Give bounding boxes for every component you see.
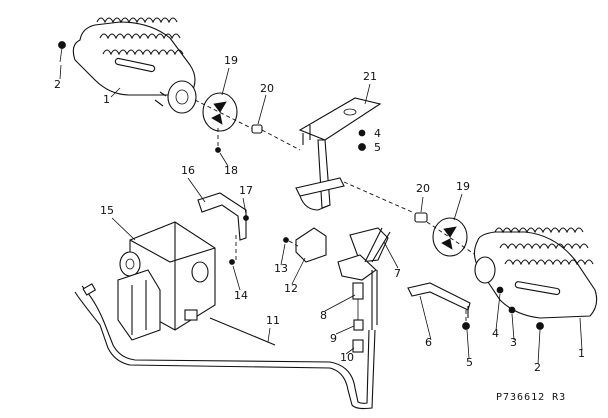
callout-labels: 1 2 3 4 5 6 8 9 10 11 12 13 14 15 16 17 … xyxy=(54,54,585,374)
callout-4-upper: 4 xyxy=(374,127,381,140)
screw-2-right xyxy=(536,322,544,330)
callout-1-left: 1 xyxy=(103,93,110,106)
orifice-20-left xyxy=(251,124,301,151)
bracket-16 xyxy=(197,192,247,241)
screw-13 xyxy=(283,237,299,247)
callout-5-lower: 5 xyxy=(466,356,473,369)
callout-6: 6 xyxy=(425,336,432,349)
callout-18: 18 xyxy=(224,164,238,177)
callout-9: 9 xyxy=(330,332,337,345)
nut-5-upper xyxy=(358,143,366,151)
screw-2-left xyxy=(58,41,66,63)
callout-17: 17 xyxy=(239,184,253,197)
tubing-11 xyxy=(74,283,376,410)
callout-1-right: 1 xyxy=(578,347,585,360)
callout-21: 21 xyxy=(363,70,377,83)
leader-lines xyxy=(59,64,583,365)
burner-right-ribs xyxy=(494,227,594,266)
callout-20-left: 20 xyxy=(260,82,274,95)
screw-17 xyxy=(243,215,249,221)
manifold-tube xyxy=(295,177,413,213)
thermocouple-8 xyxy=(352,282,364,320)
callout-4-right: 4 xyxy=(492,327,499,340)
screw-4-right xyxy=(496,286,504,294)
callout-14: 14 xyxy=(234,289,248,302)
callout-7: 7 xyxy=(394,267,401,280)
callout-3: 3 xyxy=(510,336,517,349)
callout-16: 16 xyxy=(181,164,195,177)
callout-19-right: 19 xyxy=(456,180,470,193)
air-shutter-19-left xyxy=(194,92,256,132)
callout-5-upper: 5 xyxy=(374,141,381,154)
callout-12: 12 xyxy=(284,282,298,295)
burner-right xyxy=(473,227,598,319)
callout-11: 11 xyxy=(266,314,280,327)
burner-left xyxy=(72,17,197,114)
screw-4-upper xyxy=(358,129,366,137)
pilot-7 xyxy=(337,227,391,281)
callout-2-left: 2 xyxy=(54,78,61,91)
gas-valve-15 xyxy=(117,221,216,341)
callout-2-right: 2 xyxy=(534,361,541,374)
bracket-12 xyxy=(295,227,327,263)
callout-15: 15 xyxy=(100,204,114,217)
burner-left-ribs xyxy=(96,17,184,56)
callout-20-right: 20 xyxy=(416,182,430,195)
orifice-20-right xyxy=(414,212,428,223)
diagram-code: P736612 R3 xyxy=(496,392,566,403)
bracket-6 xyxy=(407,282,471,318)
callout-13: 13 xyxy=(274,262,288,275)
callout-19-left: 19 xyxy=(224,54,238,67)
fitting-9 xyxy=(353,319,364,331)
callout-8: 8 xyxy=(320,309,327,322)
screw-3 xyxy=(508,306,516,314)
nut-5-lower xyxy=(462,310,470,330)
air-shutter-19-right xyxy=(426,217,481,259)
fitting-10 xyxy=(352,339,364,353)
callout-10: 10 xyxy=(340,351,354,364)
screw-18 xyxy=(215,128,221,153)
screw-14 xyxy=(229,259,235,265)
